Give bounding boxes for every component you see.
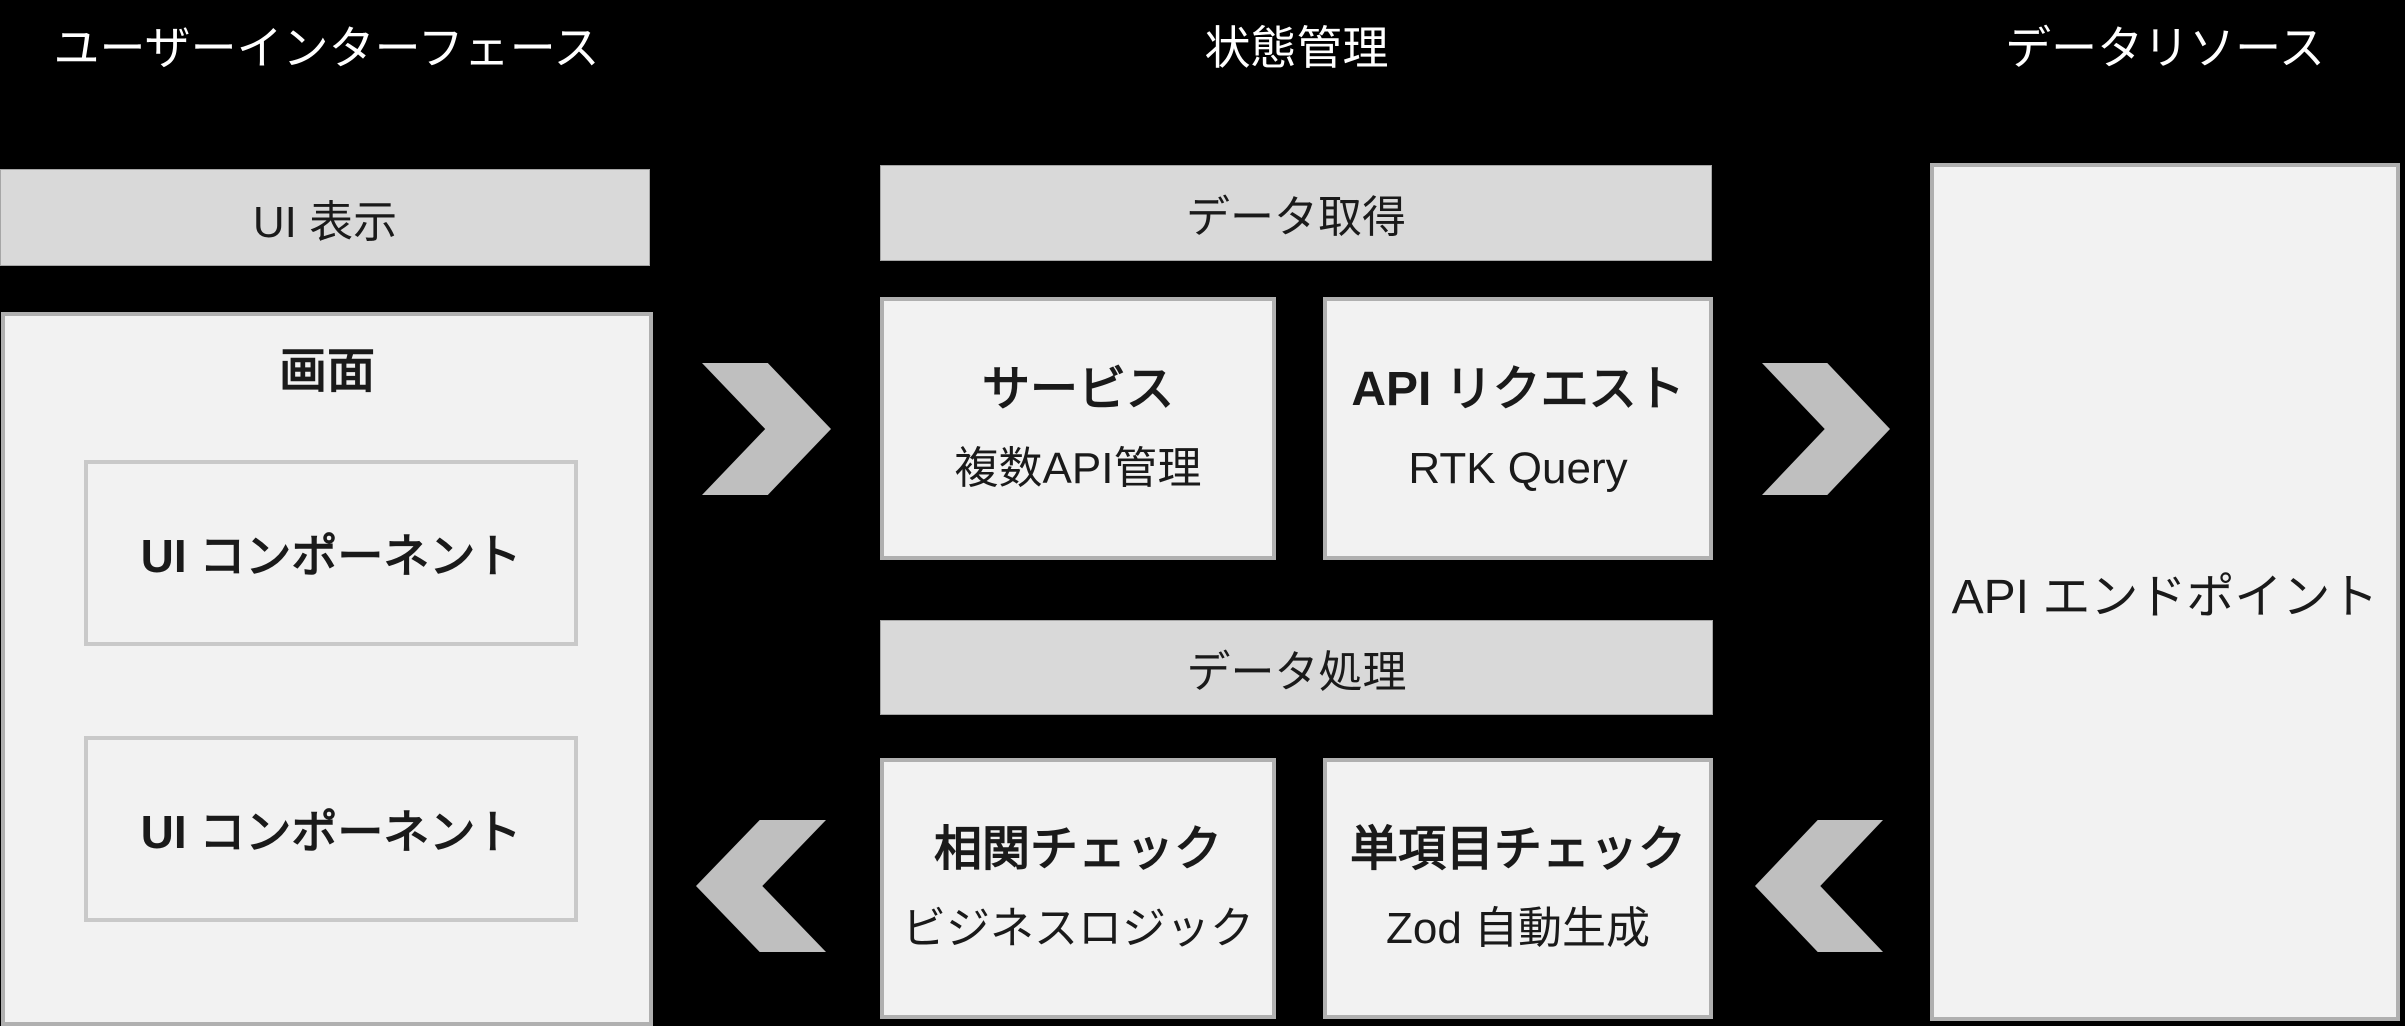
data-fetch-bar: データ取得 (880, 165, 1712, 261)
api-request-box-subtitle: RTK Query (1408, 443, 1628, 493)
data-fetch-bar-label: データ取得 (1186, 193, 1406, 242)
api-endpoint-label: API エンドポイント (1951, 571, 2379, 624)
column-header-user-interface: ユーザーインターフェース (53, 22, 600, 74)
data-process-bar-label: データ処理 (1186, 647, 1407, 697)
single-item-check-box-subtitle: Zod 自動生成 (1385, 903, 1651, 953)
ui-display-bar-label: UI 表示 (252, 197, 398, 247)
screen-box: 画面 UI コンポーネント UI コンポーネント (1, 312, 653, 1026)
chevron-right-icon-state-to-data (1762, 363, 1890, 495)
service-box-title: サービス (981, 362, 1174, 416)
chevron-left-icon-state-to-ui (696, 820, 826, 952)
chevron-right-icon-ui-to-state (702, 363, 831, 495)
ui-display-bar: UI 表示 (0, 169, 650, 266)
service-box-subtitle: 複数API管理 (954, 443, 1202, 493)
column-header-data-resource: データリソース (2005, 22, 2325, 74)
column-header-state-management: 状態管理 (1204, 22, 1389, 74)
correlation-check-box-subtitle: ビジネスロジック (902, 903, 1254, 953)
api-request-box-title: API リクエスト (1351, 362, 1685, 416)
screen-title: 画面 (278, 345, 375, 398)
single-item-check-box-title: 単項目チェック (1349, 822, 1686, 876)
correlation-check-box-title: 相関チェック (933, 822, 1222, 876)
data-process-bar: データ処理 (880, 620, 1713, 715)
ui-component-box-2: UI コンポーネント (84, 736, 578, 922)
api-endpoint-box: API エンドポイント (1930, 163, 2400, 1021)
ui-component-box-1: UI コンポーネント (84, 460, 578, 646)
ui-component-label-1: UI コンポーネント (140, 530, 522, 582)
ui-component-label-2: UI コンポーネント (140, 806, 522, 858)
single-item-check-box: 単項目チェック Zod 自動生成 (1323, 758, 1713, 1019)
service-box: サービス 複数API管理 (880, 297, 1276, 560)
api-request-box: API リクエスト RTK Query (1323, 297, 1713, 560)
chevron-left-icon-data-to-state (1755, 820, 1883, 952)
correlation-check-box: 相関チェック ビジネスロジック (880, 758, 1276, 1019)
